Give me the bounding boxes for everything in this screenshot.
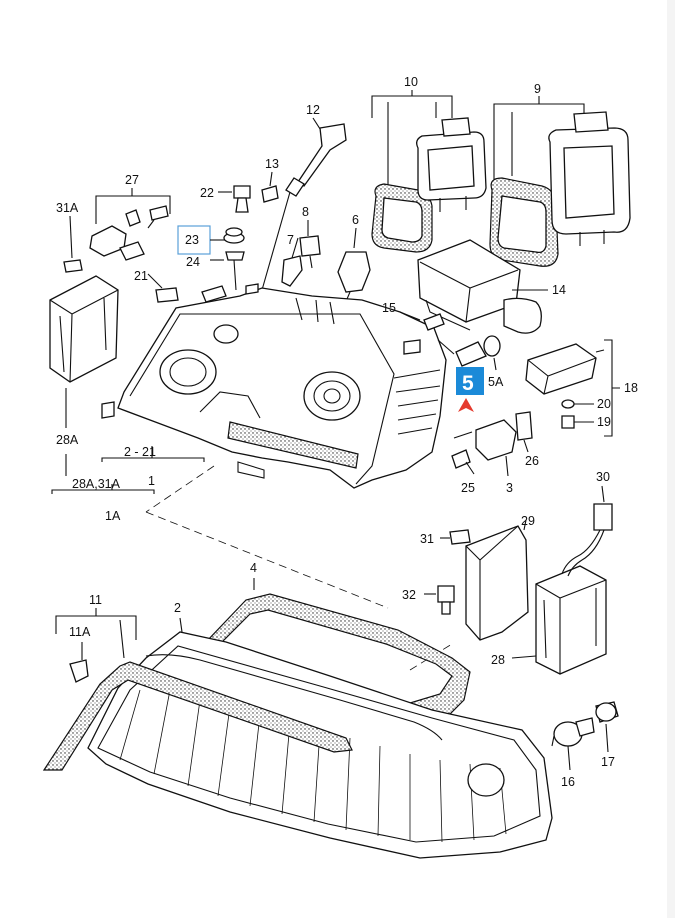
part-14-module (417, 239, 548, 334)
part-18-group (525, 339, 620, 437)
part-5-bulb (437, 335, 501, 367)
bracket-lines (51, 446, 205, 494)
part-1-headlight-housing (101, 283, 447, 489)
label-17: 17 (601, 755, 615, 769)
label-2: 2 (174, 601, 181, 615)
label-31: 31 (420, 532, 434, 546)
label-30: 30 (596, 470, 610, 484)
part-18-module (525, 343, 597, 395)
scrollbar-track (667, 0, 675, 918)
part-26-bracket (515, 411, 533, 453)
part-21-clip (147, 273, 179, 303)
part-31A-screw (63, 215, 83, 273)
part-19-screw (561, 415, 575, 429)
label-3: 3 (506, 481, 513, 495)
label-28A-31A: 28A,31A (72, 477, 121, 491)
label-24: 24 (186, 255, 200, 269)
part-23-24-group (177, 225, 245, 291)
label-29: 29 (521, 514, 535, 528)
part-27-group (89, 188, 171, 261)
label-11: 11 (89, 593, 102, 607)
callout-5-box (456, 367, 484, 395)
label-5A: 5A (488, 375, 504, 389)
label-12: 12 (306, 103, 320, 117)
label-11A: 11A (69, 625, 91, 639)
label-21: 21 (134, 269, 148, 283)
label-6: 6 (352, 213, 359, 227)
part-12-adjuster (261, 117, 347, 291)
label-1: 1 (148, 474, 155, 488)
part-15-screw (399, 311, 445, 331)
label-10: 10 (404, 75, 418, 89)
label-31A: 31A (56, 201, 79, 215)
label-28A: 28A (56, 433, 79, 447)
part-9-group (489, 96, 631, 267)
part-10-group (371, 90, 487, 253)
label-16: 16 (561, 775, 575, 789)
part-8-sensor (299, 220, 321, 269)
part-11A-clip (69, 642, 89, 683)
part-28-control-unit (511, 565, 607, 675)
label-22: 22 (200, 186, 214, 200)
label-18: 18 (624, 381, 638, 395)
label-14: 14 (552, 283, 566, 297)
label-27: 27 (125, 173, 139, 187)
part-11-group (55, 608, 137, 659)
part-labels: 10 9 12 13 27 22 31A 8 23 24 7 6 14 21 1… (56, 75, 638, 789)
part-7-bulb (281, 237, 303, 287)
label-15: 15 (382, 301, 396, 315)
label-28: 28 (491, 653, 505, 667)
part-17-socket (595, 701, 619, 753)
part-29-bracket (465, 519, 529, 641)
label-4: 4 (250, 561, 257, 575)
label-26: 26 (525, 454, 539, 468)
part-25-screw (451, 449, 475, 475)
part-16-bulb (551, 717, 595, 771)
label-8: 8 (302, 205, 309, 219)
part-20-washer (561, 399, 575, 409)
dashed-connectors (145, 465, 453, 671)
label-13: 13 (265, 157, 279, 171)
part-31-screw (440, 529, 471, 545)
callout-5-label: 5 (462, 372, 474, 395)
label-23: 23 (185, 233, 199, 247)
part-28A-control-unit (49, 275, 119, 428)
label-1A: 1A (105, 509, 121, 523)
label-19: 19 (597, 415, 611, 429)
label-9: 9 (534, 82, 541, 96)
label-20: 20 (597, 397, 611, 411)
part-3-adjuster (453, 419, 517, 477)
callout-5-highlight: 5 (456, 367, 484, 412)
part-32-bolt (424, 585, 455, 615)
label-7: 7 (287, 233, 294, 247)
part-13-screw (261, 171, 279, 203)
part-30-cable (561, 485, 613, 577)
label-2-21: 2 - 21 (124, 445, 156, 459)
label-25: 25 (461, 481, 475, 495)
label-32: 32 (402, 588, 416, 602)
part-6-bulb (337, 227, 371, 307)
part-22-clip (218, 185, 251, 213)
callout-5-arrow-icon (458, 398, 474, 412)
part-11-gasket-strip (42, 661, 353, 771)
part-5A-socket (493, 357, 497, 371)
